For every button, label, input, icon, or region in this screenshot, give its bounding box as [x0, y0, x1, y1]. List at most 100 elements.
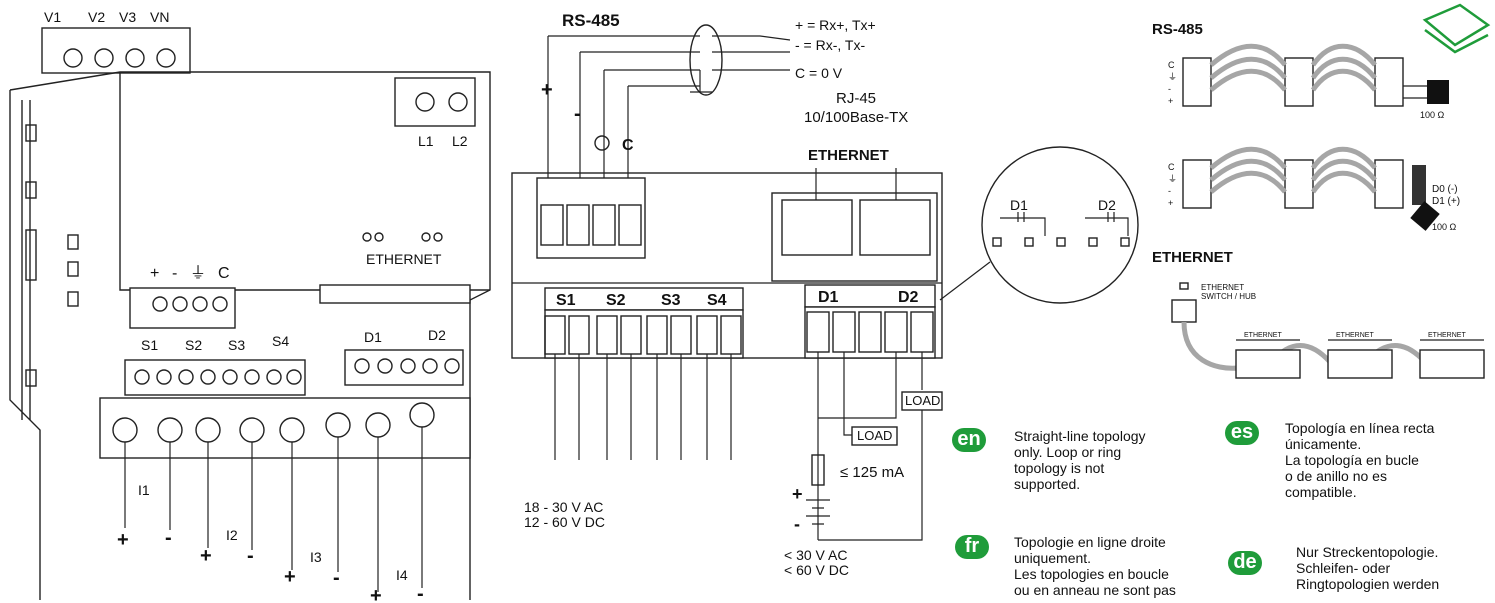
- rj45-port-1: [781, 199, 853, 256]
- output-supply-ac: < 30 V AC: [784, 547, 847, 563]
- detail-contacts: [1000, 212, 1129, 236]
- voltage-screw: [63, 48, 83, 68]
- device-eth-2: ETHERNET: [1336, 332, 1374, 339]
- rs485-cable: [1209, 146, 1377, 194]
- output-connector: [804, 306, 936, 359]
- device-eth-1: ETHERNET: [1244, 332, 1282, 339]
- network-icon: [1179, 282, 1189, 290]
- input-screw: [222, 369, 238, 385]
- badge-fr: fr: [955, 535, 989, 559]
- housing-slot: [25, 124, 37, 142]
- battery-icon: [806, 499, 830, 525]
- detail-terminal: [1088, 237, 1098, 247]
- note-es-line: compatible.: [1285, 484, 1357, 500]
- housing-slot: [25, 181, 37, 199]
- max-current: ≤ 125 mA: [840, 464, 904, 481]
- voltage-terminal-block: [41, 27, 191, 74]
- switch-hub: [1171, 299, 1197, 323]
- output-detail-bubble: [981, 146, 1139, 304]
- rs485-node: [1182, 159, 1212, 209]
- rs485-node: [1374, 159, 1404, 209]
- note-en-line: topology is not: [1014, 460, 1105, 476]
- current-i2-label: I2: [226, 527, 238, 543]
- sch-s2: S2: [606, 292, 626, 309]
- device-housing: [9, 71, 491, 600]
- note-en-line: Straight-line topology: [1014, 428, 1146, 444]
- comm-minus-label: -: [172, 265, 177, 282]
- rs485-cable-shield: [689, 24, 723, 96]
- comm-shield-label: ⏚: [190, 264, 206, 282]
- input-screw: [244, 369, 260, 385]
- d1-label: D1 (+): [1432, 196, 1460, 207]
- comm-screw: [152, 296, 168, 312]
- note-es-line: La topología en bucle: [1285, 452, 1419, 468]
- rs485-node: [1374, 57, 1404, 107]
- current-i4-label: I4: [396, 567, 408, 583]
- d0-label: D0 (-): [1432, 184, 1458, 195]
- comm-plus-label: +: [150, 265, 159, 282]
- output-wires: [817, 352, 923, 541]
- rs485-node: [1182, 57, 1212, 107]
- wiring-schematic: RS-485 + = Rx+, Tx+ - = Rx-, Tx- C = 0 V…: [511, 11, 1139, 578]
- badge-es: es: [1225, 421, 1259, 445]
- output-d1-label: D1: [364, 329, 382, 345]
- detail-d2: D2: [1098, 197, 1116, 213]
- note-es-line: o de anillo no es: [1285, 468, 1387, 484]
- terminal-v1: V1: [44, 9, 61, 25]
- rs485-minus: -: [574, 103, 581, 125]
- housing-slot: [67, 261, 79, 277]
- comm-screw: [172, 296, 188, 312]
- i1-minus: -: [165, 527, 172, 549]
- topology-rs485-title: RS-485: [1152, 21, 1203, 38]
- note-en: Straight-line topology only. Loop or rin…: [1014, 428, 1146, 492]
- sch-d1: D1: [818, 289, 839, 306]
- housing-slot: [67, 234, 79, 250]
- base-tx-label: 10/100Base-TX: [804, 109, 908, 126]
- rs485-connector: [536, 177, 646, 259]
- note-en-line: only. Loop or ring: [1014, 444, 1122, 460]
- logo-icon: [1422, 3, 1491, 54]
- sch-s3: S3: [661, 292, 681, 309]
- comm-screw: [192, 296, 208, 312]
- output-screw: [422, 358, 438, 374]
- input-screw: [156, 369, 172, 385]
- sch-s1: S1: [556, 292, 576, 309]
- device-edge: [21, 100, 31, 420]
- ethernet-port-label: ETHERNET: [808, 147, 889, 164]
- note-fr-line: uniquement.: [1014, 550, 1092, 566]
- input-s1-label: S1: [141, 337, 158, 353]
- ethernet-port-slot: [319, 284, 471, 304]
- load-label-2: LOAD: [857, 428, 892, 443]
- output-screw: [444, 358, 460, 374]
- i2-minus: -: [247, 545, 254, 567]
- note-es: Topología en línea recta únicamente. La …: [1285, 420, 1434, 500]
- device-drawing: V1 V2 V3 VN L1 L2 ETHERNET + - ⏚ C: [9, 9, 491, 603]
- pin-minus: -: [1168, 84, 1171, 94]
- detail-terminal: [1120, 237, 1130, 247]
- note-es-line: únicamente.: [1285, 436, 1362, 452]
- ethernet-led: [433, 232, 443, 242]
- legend-c: C = 0 V: [795, 65, 843, 81]
- device-housing-side: [9, 90, 41, 600]
- detail-terminal: [992, 237, 1002, 247]
- input-screw: [200, 369, 216, 385]
- input-screw: [134, 369, 150, 385]
- output-screw: [400, 358, 416, 374]
- i4-minus: -: [417, 583, 424, 603]
- rs485-pin: [540, 204, 564, 246]
- current-i1-label: I1: [138, 482, 150, 498]
- rs485-pin: [566, 204, 590, 246]
- rj45-label: RJ-45: [836, 90, 876, 107]
- rs485-pin: [618, 204, 642, 246]
- input-s2-label: S2: [185, 337, 202, 353]
- note-de-line: Schleifen- oder: [1296, 560, 1391, 576]
- sch-d2: D2: [898, 289, 919, 306]
- detail-leader: [939, 261, 991, 301]
- ethernet-device: [1235, 349, 1301, 379]
- input-supply-ac: 18 - 30 V AC: [524, 499, 603, 515]
- badge-en: en: [952, 428, 986, 452]
- switch-label-2: SWITCH / HUB: [1201, 292, 1256, 301]
- load-label-1: LOAD: [905, 393, 940, 408]
- rs485-plus: +: [541, 79, 553, 101]
- comm-c-label: C: [218, 265, 230, 282]
